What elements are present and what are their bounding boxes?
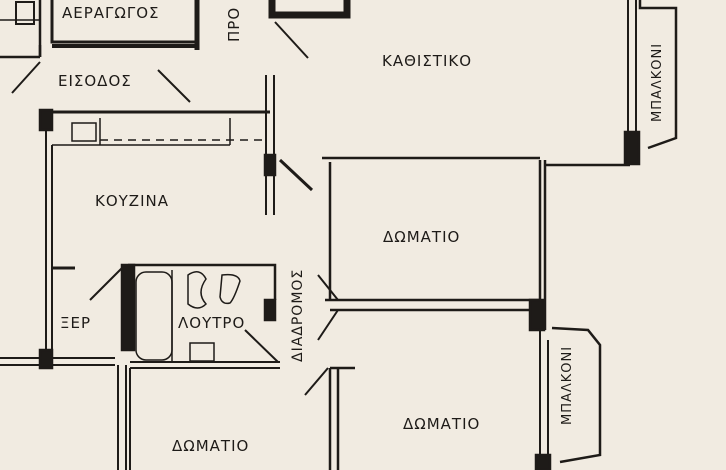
balcony-rail bbox=[551, 326, 602, 464]
wall bbox=[117, 365, 131, 470]
room-label-balcony-bottom: ΜΠΑΛΚΟΝΙ bbox=[560, 345, 575, 425]
sink bbox=[71, 122, 97, 142]
room-label-storage: ΞΕΡ bbox=[60, 314, 92, 332]
room-label-bathroom: ΛΟΥΤΡΟ bbox=[178, 314, 246, 332]
wall bbox=[0, 357, 280, 369]
balcony-rail bbox=[638, 0, 678, 150]
door-swing bbox=[89, 267, 123, 301]
room-label-balcony-top: ΜΠΑΛΚΟΝΙ bbox=[650, 42, 665, 122]
door-swing bbox=[278, 158, 314, 192]
room-label-corridor: ΔΙΑΔΡΟΜΟΣ bbox=[290, 268, 306, 362]
column bbox=[623, 130, 641, 166]
bathtub bbox=[135, 271, 173, 361]
room-label-air-shaft: ΑΕΡΑΓΩΓΟΣ bbox=[62, 4, 160, 22]
basin bbox=[189, 342, 215, 362]
door-swing bbox=[11, 61, 191, 103]
room-label-kitchen: ΚΟΥΖΙΝΑ bbox=[95, 192, 169, 210]
room-label-room-middle: ΔΩΜΑΤΙΟ bbox=[383, 228, 461, 246]
wall bbox=[322, 156, 540, 300]
door-swing bbox=[244, 329, 279, 363]
wall bbox=[45, 130, 53, 360]
door-swing bbox=[317, 274, 339, 341]
pillar bbox=[268, 0, 351, 19]
door-swing bbox=[274, 21, 309, 59]
cabinet bbox=[15, 1, 35, 25]
column bbox=[120, 263, 136, 352]
column bbox=[528, 298, 546, 332]
wall bbox=[265, 75, 275, 215]
room-label-entrance: ΕΙΣΟΔΟΣ bbox=[58, 72, 132, 90]
toilet-fixtures bbox=[187, 271, 241, 309]
room-label-room-bottom-left: ΔΩΜΑΤΙΟ bbox=[172, 437, 250, 455]
column bbox=[38, 108, 54, 132]
room-label-room-bottom-right: ΔΩΜΑΤΙΟ bbox=[403, 415, 481, 433]
room-label-living-room: ΚΑΘΙΣΤΙΚΟ bbox=[382, 52, 473, 70]
wall bbox=[325, 298, 540, 312]
room-label-pro: ΠΡΟ bbox=[225, 6, 243, 42]
